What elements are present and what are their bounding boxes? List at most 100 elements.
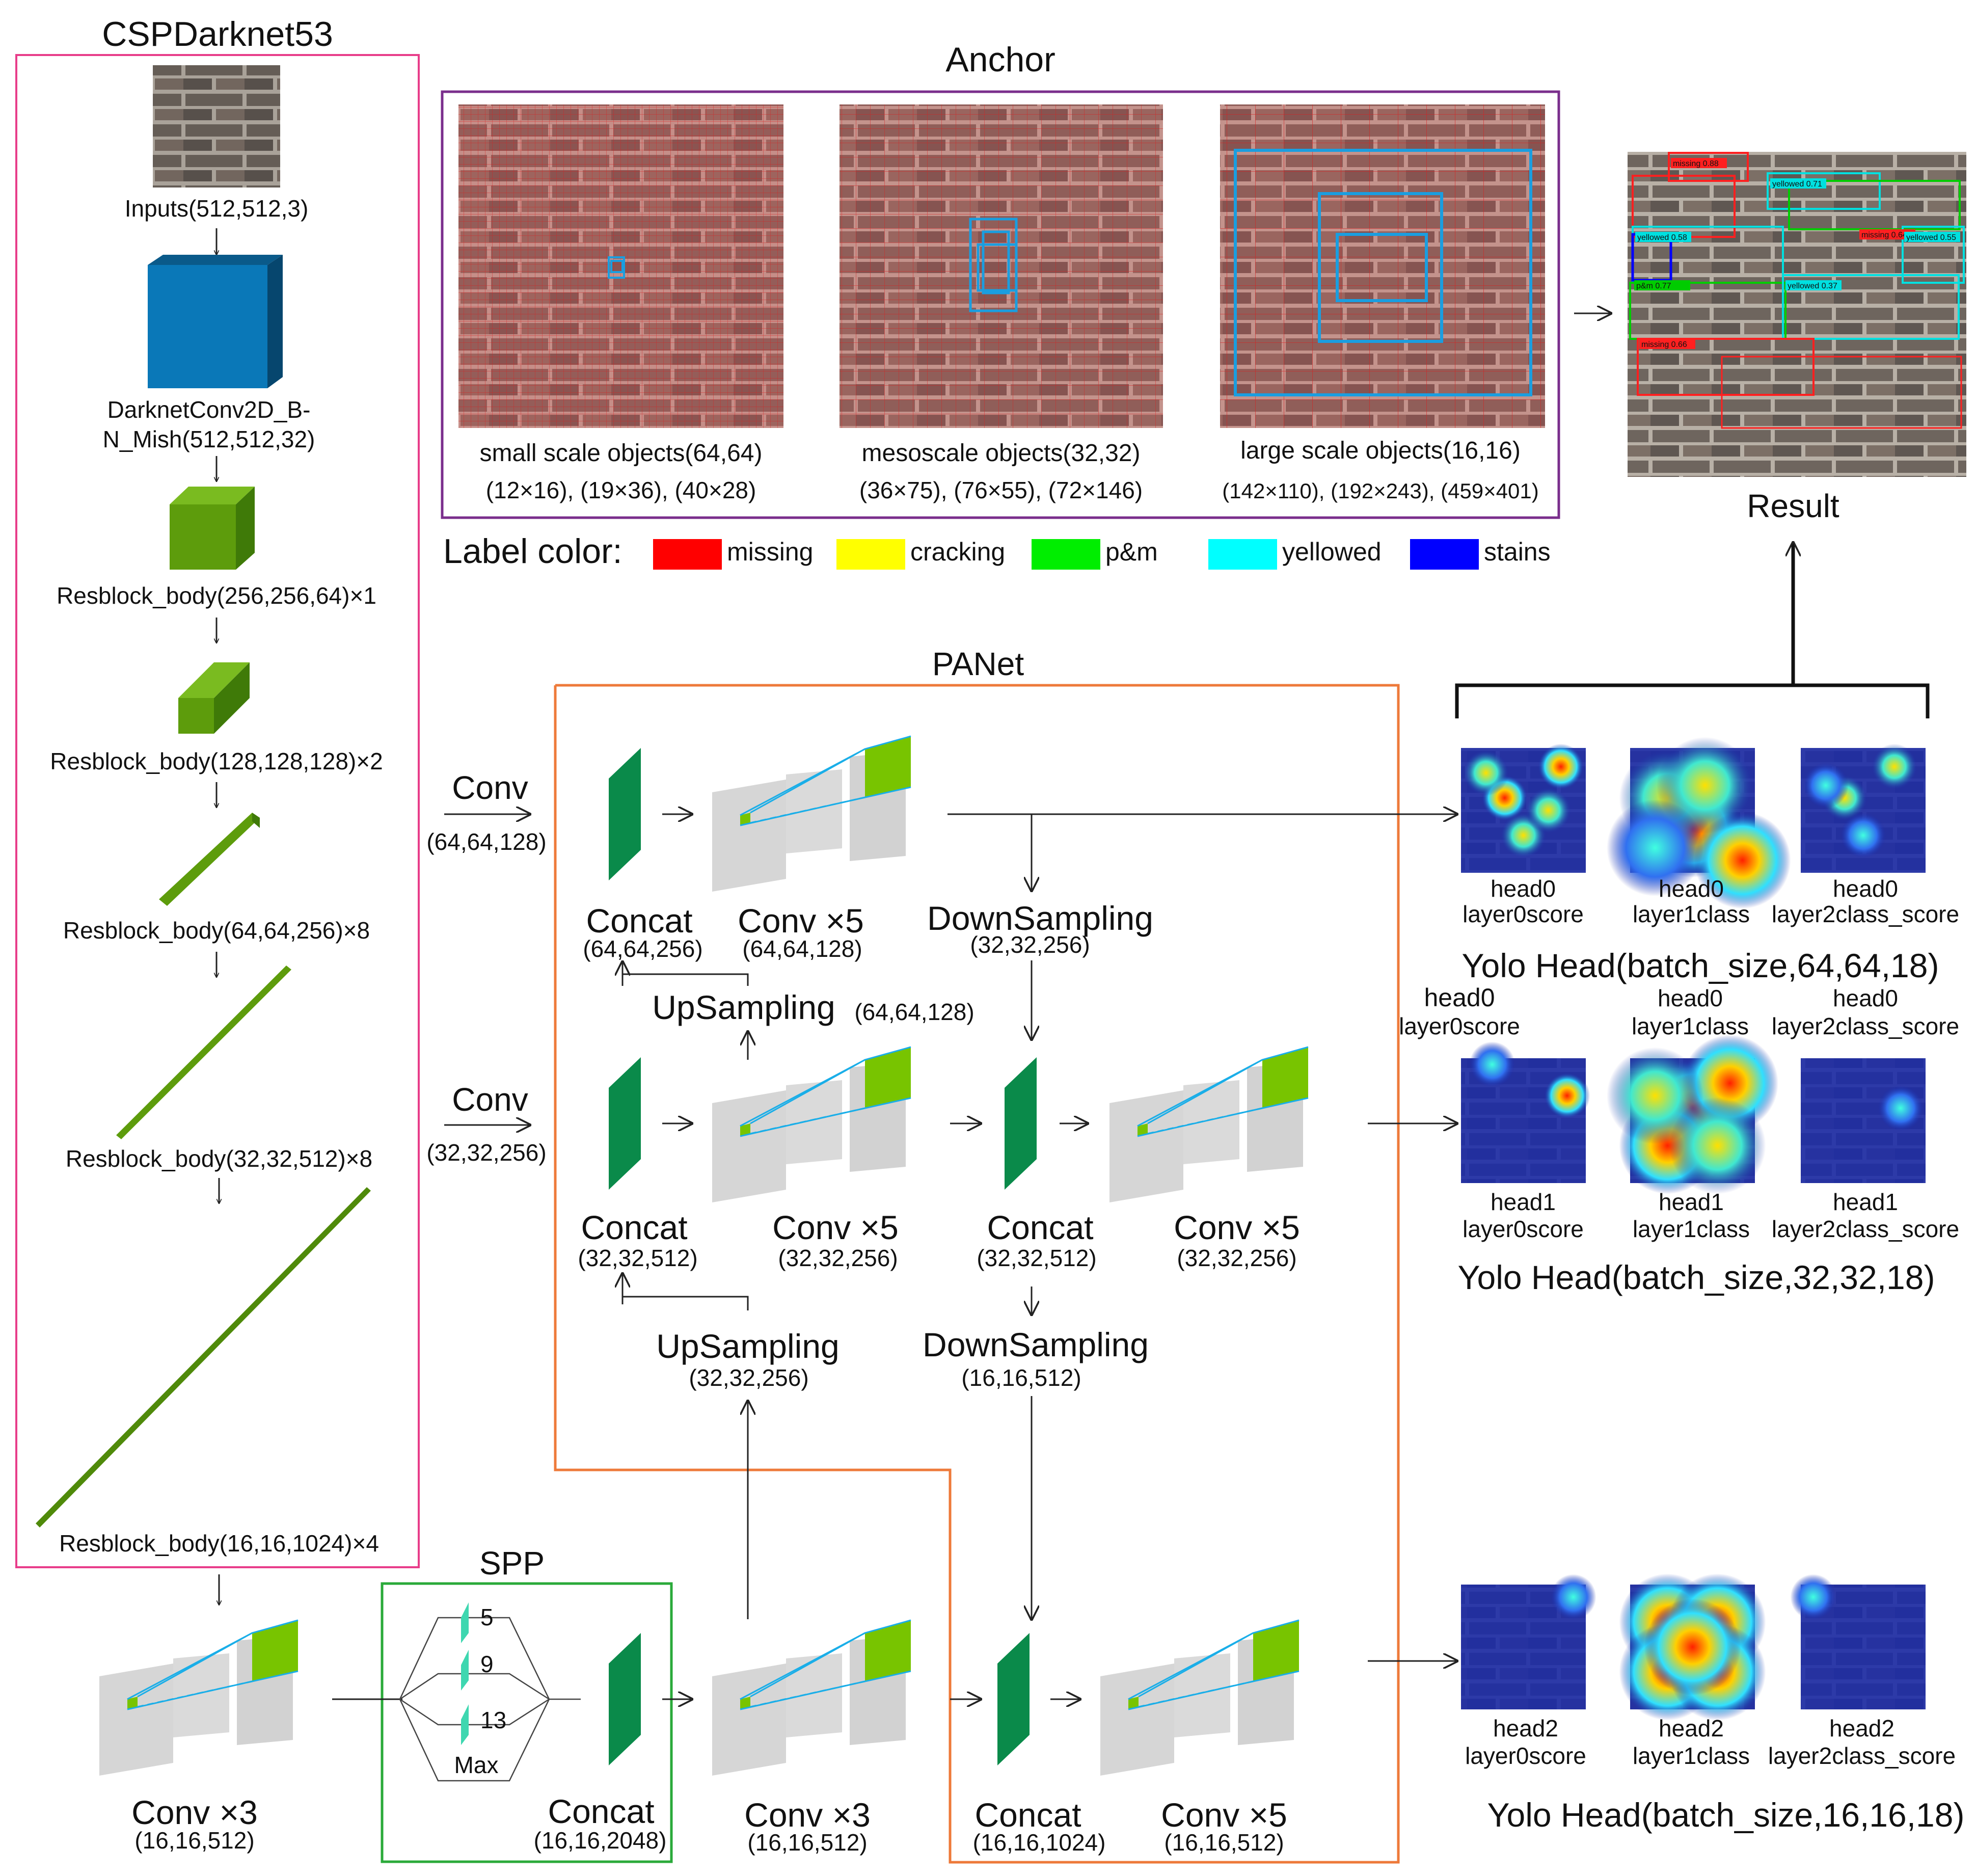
spp-frame: [381, 1582, 673, 1863]
r2-concat-b-dims: (32,32,512): [977, 1245, 1096, 1271]
r1-concat-label: Concat: [586, 902, 692, 940]
heat-spot: [1463, 750, 1509, 796]
legend-swatch: [836, 539, 905, 570]
legend-label: stains: [1484, 538, 1551, 566]
concat-c-dims: (16,16,1024): [973, 1829, 1106, 1856]
up2-path: [621, 1296, 749, 1310]
resblock3-label: Resblock_body(64,64,256)×8: [63, 917, 370, 944]
heat-spot: [1538, 743, 1584, 790]
green-patch: [740, 1697, 750, 1709]
input-image: [153, 65, 280, 187]
r2-concat-b-slab: [1005, 1057, 1037, 1190]
yolo-heads: [1461, 737, 1926, 1721]
heat-spot: [1803, 762, 1849, 809]
gray-plane: [1174, 1653, 1230, 1737]
r2-conv5-b-label: Conv ×5: [1174, 1209, 1300, 1246]
conv3-b-label: Conv ×3: [744, 1796, 871, 1834]
h1-label-l1-2: layer1class: [1633, 1216, 1750, 1242]
up2-dims: (32,32,256): [689, 1364, 808, 1391]
resblock3-cube: [159, 813, 260, 906]
anchor-small-image: [458, 104, 783, 428]
up2-label: UpSampling: [656, 1327, 840, 1365]
spp-max: Max: [454, 1752, 499, 1778]
frustum-edge: [750, 1632, 865, 1698]
heat-spot: [1550, 1574, 1596, 1620]
h0-l1-a: head0: [1658, 985, 1723, 1011]
h0-label-l2-2: layer2class_score: [1772, 901, 1959, 927]
detection-tag-bg: [1904, 232, 1960, 242]
h0-title: Yolo Head(batch_size,64,64,18): [1462, 947, 1939, 984]
h1-label-l1-1: head1: [1659, 1189, 1724, 1215]
detection-tag: missing 0.64: [1861, 231, 1907, 239]
h2-label-l2-1: head2: [1829, 1715, 1894, 1741]
green-face: [865, 1620, 911, 1681]
down2-label: DownSampling: [923, 1326, 1149, 1363]
green-patch: [127, 1697, 138, 1709]
input-label: Inputs(512,512,3): [125, 195, 309, 222]
green-patch: [740, 813, 750, 825]
gray-plane: [786, 1080, 842, 1164]
legend-swatch: [653, 539, 722, 570]
heat-spot: [1525, 787, 1572, 834]
r2-conv5-block: [712, 1046, 911, 1202]
r2-conv5-label: Conv ×5: [772, 1209, 899, 1246]
anchor-frame: [441, 90, 1560, 519]
h1-title: Yolo Head(batch_size,32,32,18): [1458, 1258, 1935, 1296]
h0-label-l0-1: head0: [1491, 875, 1556, 902]
conv5-c-block: [1100, 1619, 1300, 1776]
r1-conv5-label: Conv ×5: [738, 902, 864, 940]
heat-spot: [1694, 812, 1791, 909]
green-face: [865, 1047, 911, 1108]
resblock1-cube: [170, 487, 255, 570]
anchor-meso-sizes: (36×75), (76×55), (72×146): [859, 477, 1143, 503]
gray-plane: [99, 1664, 173, 1776]
r2-concat-label: Concat: [581, 1209, 687, 1246]
frustum-edge: [137, 1632, 253, 1698]
h0-l2-b: layer2class_score: [1772, 1013, 1959, 1039]
anchor-title: Anchor: [945, 40, 1055, 79]
h2-label-l1-2: layer1class: [1633, 1743, 1750, 1769]
darknetconv-label-2: N_Mish(512,512,32): [103, 426, 315, 452]
anchor-large-image: [1220, 104, 1545, 428]
heat-spot: [1669, 1097, 1766, 1194]
heat-spot: [1544, 1073, 1590, 1119]
up1-dims: (64,64,128): [854, 999, 974, 1025]
conv-dims-2: (32,32,256): [426, 1139, 546, 1166]
gray-plane: [1100, 1664, 1174, 1776]
detection-tag: missing 0.66: [1641, 340, 1687, 349]
h0-label-l0-2: layer0score: [1463, 901, 1584, 927]
h1-label-l0-1: head1: [1491, 1189, 1556, 1215]
detection-tag: p&m 0.77: [1636, 282, 1671, 290]
detection-tag-bg: [1859, 229, 1915, 239]
spp-k13: 13: [480, 1707, 506, 1733]
frustum-edge: [750, 748, 865, 814]
legend-swatch: [1410, 539, 1479, 570]
conv-label-2: Conv: [452, 1081, 528, 1118]
gray-plane: [1183, 1080, 1239, 1164]
spp-branches: [399, 1602, 550, 1782]
h2-label-l0-2: layer0score: [1465, 1743, 1586, 1769]
legend-label: yellowed: [1282, 538, 1382, 566]
detection-tag-bg: [1634, 280, 1690, 290]
gray-plane: [712, 780, 786, 892]
concat-c-label: Concat: [975, 1796, 1081, 1834]
conv3-b-dims: (16,16,512): [747, 1829, 867, 1856]
h2-title: Yolo Head(batch_size,16,16,18): [1487, 1796, 1965, 1834]
r1-concat-slab: [609, 748, 641, 880]
spp-k5: 5: [480, 1604, 494, 1630]
h2-label-l1-1: head2: [1659, 1715, 1724, 1741]
r1-down-dims: (32,32,256): [970, 931, 1090, 958]
darknetconv-cube: [148, 255, 283, 388]
resblock5-cube: [36, 1187, 371, 1527]
panet-title: PANet: [932, 646, 1024, 682]
detection-tag-bg: [1639, 339, 1695, 349]
heat-spot: [1878, 1085, 1924, 1131]
r1-conv5-block: [712, 735, 911, 892]
spp-title: SPP: [479, 1545, 545, 1582]
gray-plane: [1109, 1090, 1183, 1202]
result-image: [1628, 152, 1966, 477]
backbone-frame: [15, 54, 420, 1568]
anchor-large-sizes: (142×110), (192×243), (459×401): [1222, 479, 1539, 503]
